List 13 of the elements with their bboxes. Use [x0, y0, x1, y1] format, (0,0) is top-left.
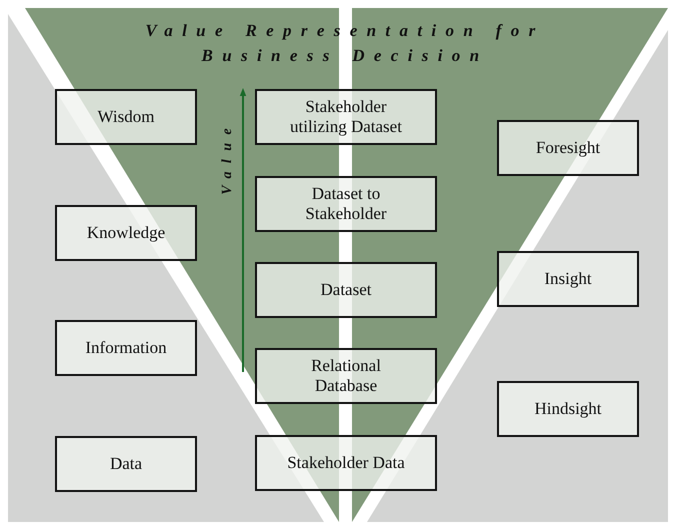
- concept-box: Hindsight: [497, 381, 639, 437]
- concept-box: Relational Database: [255, 348, 437, 404]
- axis-label: Value: [220, 120, 236, 195]
- concept-box: Wisdom: [55, 89, 197, 145]
- concept-box: Stakeholder Data: [255, 435, 437, 491]
- concept-box: Information: [55, 320, 197, 376]
- concept-box: Insight: [497, 251, 639, 307]
- concept-box: Data: [55, 436, 197, 492]
- concept-box: Knowledge: [55, 205, 197, 261]
- concept-box: Dataset to Stakeholder: [255, 176, 437, 232]
- concept-box: Dataset: [255, 262, 437, 318]
- concept-box: Stakeholder utilizing Dataset: [255, 89, 437, 145]
- concept-box: Foresight: [497, 120, 639, 176]
